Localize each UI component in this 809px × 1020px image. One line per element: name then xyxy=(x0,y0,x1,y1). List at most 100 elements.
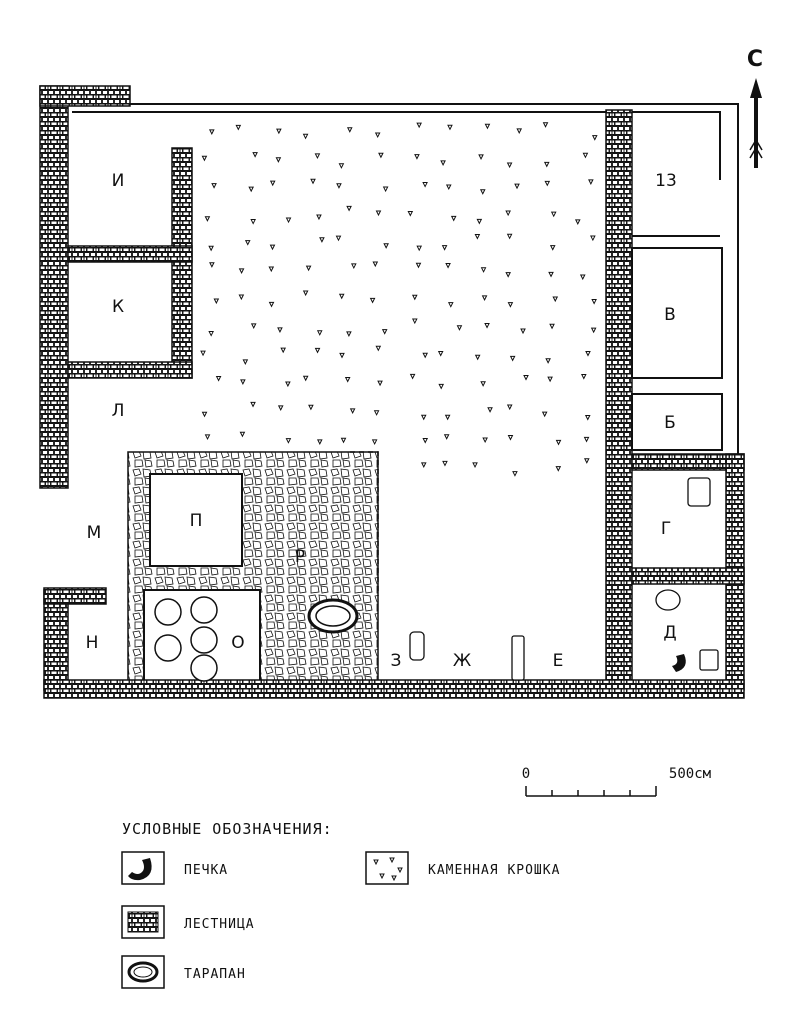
stone-crumb xyxy=(238,268,245,274)
stone-crumb xyxy=(420,414,427,421)
stone-crumb xyxy=(590,235,596,242)
scale-bar: 0 500см xyxy=(522,766,712,797)
stone-crumb xyxy=(316,330,323,336)
stone-crumb xyxy=(244,240,251,246)
stone-crumb xyxy=(591,135,598,141)
stone-crumb xyxy=(548,271,554,278)
legend-item-crumb: КАМЕННАЯ КРОШКА xyxy=(365,851,560,885)
stone-crumb xyxy=(585,351,591,357)
stone-crumb xyxy=(509,355,516,362)
stone-crumb xyxy=(335,235,342,242)
stone-crumb xyxy=(371,439,378,446)
stone-crumb xyxy=(302,375,309,382)
tarapan-icon-inner xyxy=(133,966,153,978)
room-label-l: Л xyxy=(112,401,125,421)
room-label-v: В xyxy=(664,305,676,325)
stone-crumb xyxy=(590,327,597,334)
stone-crumb xyxy=(377,380,383,387)
stone-crumb xyxy=(411,318,418,325)
legend-item-tarapan: ТАРАПАН xyxy=(121,955,246,989)
west-inner-wall xyxy=(171,147,193,379)
stone-crumb xyxy=(213,298,220,305)
stone-crumb xyxy=(482,437,488,444)
stone-crumb xyxy=(372,261,379,268)
stone-crumb xyxy=(269,244,276,251)
stone-crumb xyxy=(374,132,381,139)
stone-crumb xyxy=(445,263,451,269)
stone-crumb xyxy=(250,219,256,225)
legend-item-stairs: ЛЕСТНИЦА xyxy=(121,905,255,939)
stone-crumb xyxy=(474,234,481,240)
scale-end: 500см xyxy=(669,766,712,782)
north-wall-stub xyxy=(39,85,131,107)
stone-crumb xyxy=(550,211,557,218)
stone-crumb xyxy=(238,294,245,301)
west-wall xyxy=(39,85,69,489)
stone-crumb xyxy=(382,186,389,193)
stone-crumb xyxy=(512,471,518,477)
stone-crumb xyxy=(422,438,429,444)
stone-crumb xyxy=(552,296,559,303)
legend-label-stairs: ЛЕСТНИЦА xyxy=(184,917,255,932)
stone-crumb xyxy=(583,458,590,464)
stone-crumb xyxy=(242,359,249,365)
legend-label-crumb: КАМЕННАЯ КРОШКА xyxy=(428,863,560,878)
stone-crumb xyxy=(302,133,309,140)
stone-crumb xyxy=(208,331,214,337)
stone-crumb xyxy=(438,383,445,390)
stone-crumb xyxy=(480,267,487,273)
stone-crumb xyxy=(208,245,214,252)
room-label-i: И xyxy=(112,171,125,191)
stone-crumb xyxy=(440,160,446,166)
stone-crumb xyxy=(252,152,258,158)
stone-crumb xyxy=(378,152,384,159)
stone-crumb xyxy=(276,128,282,135)
legend-item-stove: ПЕЧКА xyxy=(121,851,227,885)
stone-crumb xyxy=(456,325,463,331)
stone-crumb xyxy=(375,210,382,217)
stone-crumb xyxy=(208,129,215,135)
stone-crumb xyxy=(414,154,420,160)
stone-crumb xyxy=(346,127,353,133)
stone-crumb xyxy=(555,439,562,446)
stone-crumb xyxy=(277,327,283,333)
stone-crumb xyxy=(314,347,321,354)
stone-crumb xyxy=(381,329,388,335)
room-n-wall xyxy=(43,589,69,691)
stone-crumb xyxy=(514,183,520,190)
stone-crumb xyxy=(574,219,581,225)
stone-crumb xyxy=(487,407,493,413)
room-label-r: Р xyxy=(295,547,305,567)
stone-crumb xyxy=(240,379,246,385)
stone-crumb xyxy=(336,183,342,189)
stone-crumb xyxy=(280,347,286,354)
stone-crumb xyxy=(478,154,484,161)
room-k-south-wall xyxy=(67,361,193,379)
stone-crumb xyxy=(507,434,514,441)
stone-crumb xyxy=(549,323,555,330)
stone-crumb xyxy=(285,217,292,224)
stone-crumb xyxy=(340,437,347,444)
legend-label-tarapan: ТАРАПАН xyxy=(184,967,246,982)
stone-crumb xyxy=(547,376,553,383)
stone-crumb xyxy=(235,124,242,131)
stone-crumb xyxy=(349,408,356,415)
stone-crumb xyxy=(543,161,550,168)
staircase-icon xyxy=(127,911,159,933)
room-label-13: 13 xyxy=(655,171,677,191)
stone-crumb-icon xyxy=(373,857,403,882)
stone-crumb xyxy=(338,163,345,169)
north-label: С xyxy=(747,47,763,72)
room-label-g: Г xyxy=(661,519,671,539)
scattered-stones xyxy=(409,477,719,681)
stone-crumb xyxy=(545,358,551,364)
stove-icon xyxy=(128,858,152,881)
stone-crumb xyxy=(204,434,211,441)
stone-crumb xyxy=(523,374,529,381)
stone-crumb xyxy=(422,182,428,188)
stone-crumb xyxy=(411,294,418,301)
stone-crumb xyxy=(204,216,211,222)
stone-crumb xyxy=(506,233,513,240)
south-wall xyxy=(43,679,745,699)
